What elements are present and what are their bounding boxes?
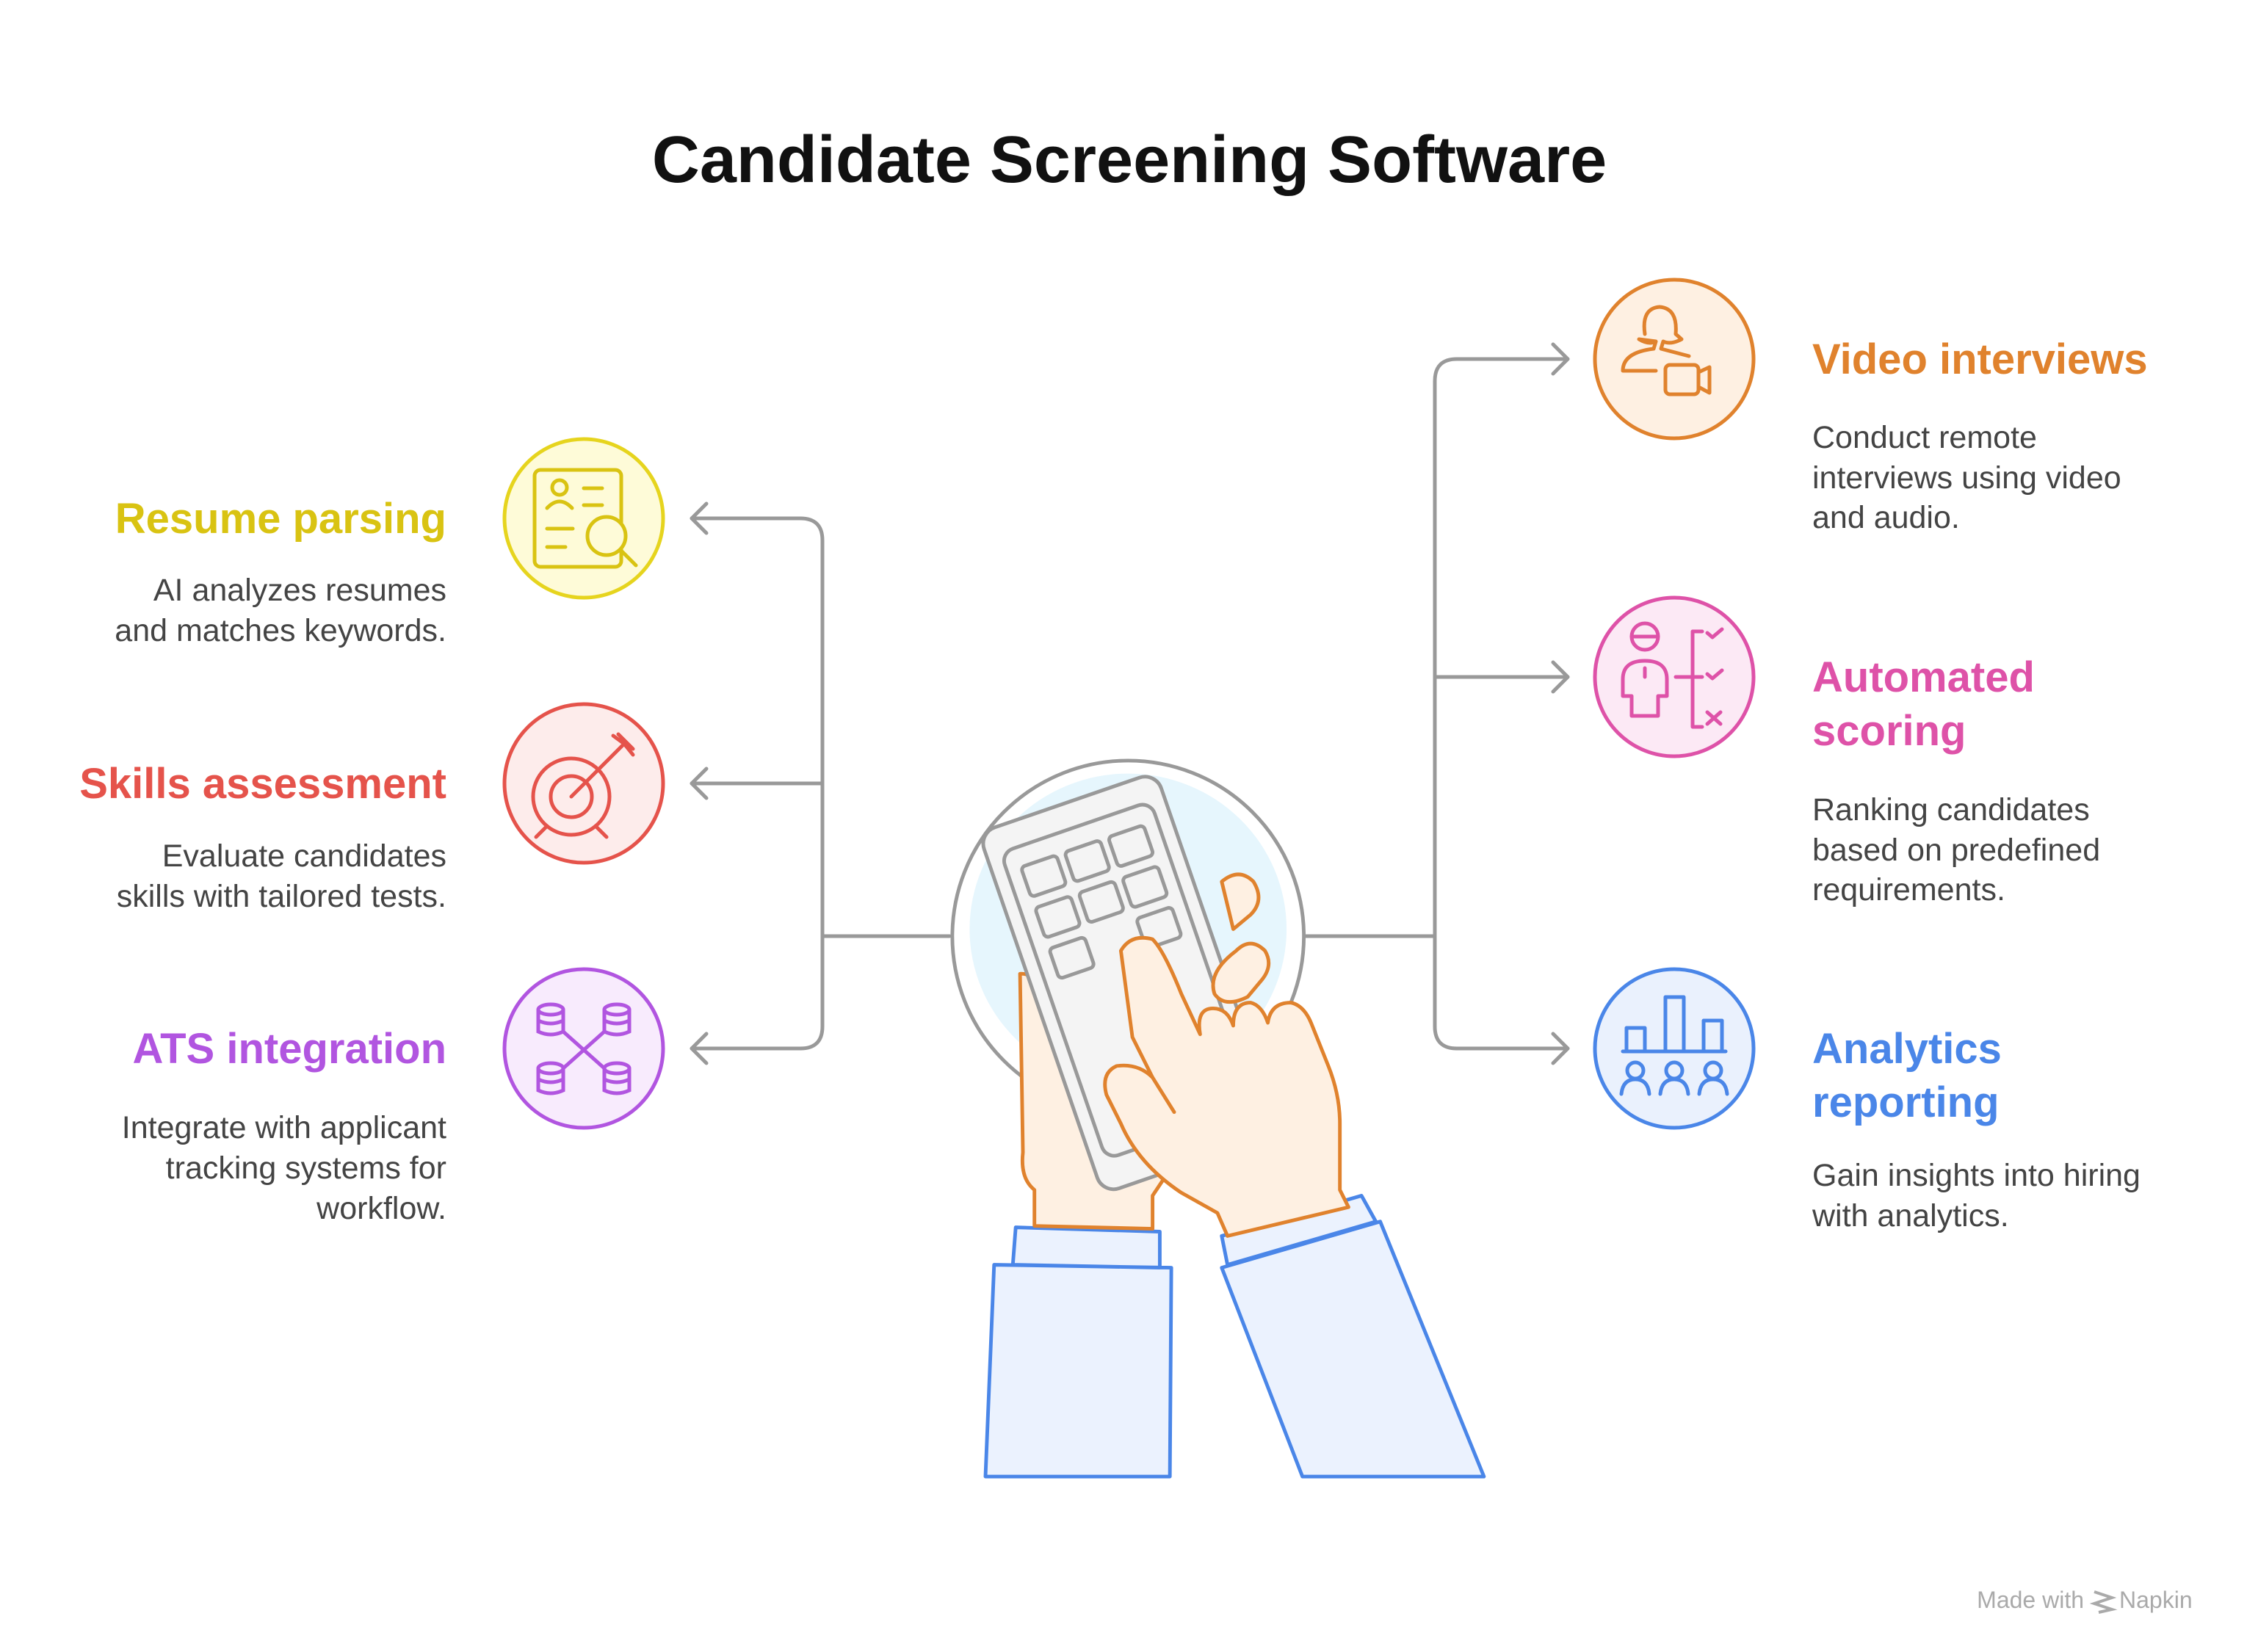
feature-description: AI analyzes resumes — [153, 573, 446, 608]
feature-analytics-reporting: Analytics reporting Gain insights into h… — [1593, 967, 2141, 1233]
made-with-label: Made with — [1977, 1587, 2084, 1613]
feature-title: reporting — [1812, 1079, 2000, 1126]
feature-title: scoring — [1812, 707, 1966, 755]
feature-description: Evaluate candidates — [162, 838, 446, 874]
feature-title: Automated — [1812, 653, 2035, 701]
feature-description: tracking systems for — [166, 1151, 446, 1186]
target-arrow-icon — [531, 732, 635, 839]
person-video-camera-icon — [1621, 305, 1712, 396]
feature-description: and matches keywords. — [115, 613, 446, 648]
feature-description: interviews using video — [1812, 460, 2121, 496]
bar-chart-people-icon — [1619, 995, 1729, 1096]
icon-circle — [502, 437, 665, 600]
right-arrowheads — [1551, 342, 1570, 1065]
connectors — [690, 342, 1570, 1065]
feature-description: requirements. — [1812, 872, 2005, 907]
feature-ats-integration: ATS integration Integrate with applicant… — [122, 967, 665, 1226]
feature-description: workflow. — [316, 1191, 446, 1226]
icon-circle — [1593, 967, 1756, 1130]
right-hand — [1103, 935, 1350, 1238]
feature-video-interviews: Video interviews Conduct remote intervie… — [1593, 278, 2148, 535]
phone-keypad — [1020, 824, 1183, 980]
feature-title: ATS integration — [133, 1025, 446, 1073]
napkin-logo-icon — [2089, 1590, 2118, 1614]
page-title: Candidate Screening Software — [652, 123, 1607, 197]
resume-search-icon — [532, 468, 638, 569]
feature-title: Analytics — [1812, 1025, 2002, 1073]
feature-title: Skills assessment — [79, 760, 446, 808]
feature-description: based on predefined — [1812, 833, 2100, 868]
right-connector-tree — [1303, 357, 1570, 1051]
feature-description: with analytics. — [1812, 1198, 2009, 1233]
feature-title: Resume parsing — [115, 495, 446, 543]
feature-automated-scoring: Automated scoring Ranking candidates bas… — [1593, 595, 2100, 907]
feature-title: Video interviews — [1812, 336, 2148, 383]
made-with-napkin-badge[interactable]: Made with Napkin — [1977, 1587, 2193, 1614]
right-sleeve — [1220, 1194, 1486, 1479]
icon-circle — [1593, 278, 1756, 441]
person-checklist-icon — [1621, 621, 1724, 729]
database-network-icon — [536, 1002, 632, 1095]
feature-description: Integrate with applicant — [122, 1110, 446, 1145]
feature-skills-assessment: Skills assessment Evaluate candidates sk… — [79, 702, 665, 914]
feature-description: Ranking candidates — [1812, 792, 2090, 827]
napkin-brand-label: Napkin — [2119, 1587, 2193, 1613]
feature-description: Conduct remote — [1812, 420, 2037, 455]
feature-description: skills with tailored tests. — [117, 879, 446, 914]
hands-holding-phone-illustration — [950, 758, 1486, 1479]
left-sleeve — [983, 1225, 1173, 1479]
feature-description: Gain insights into hiring — [1812, 1158, 2141, 1193]
feature-resume-parsing: Resume parsing AI analyzes resumes and m… — [115, 437, 665, 648]
left-connector-tree — [690, 516, 952, 1051]
feature-description: and audio. — [1812, 500, 1960, 535]
left-arrowheads — [690, 501, 709, 1065]
